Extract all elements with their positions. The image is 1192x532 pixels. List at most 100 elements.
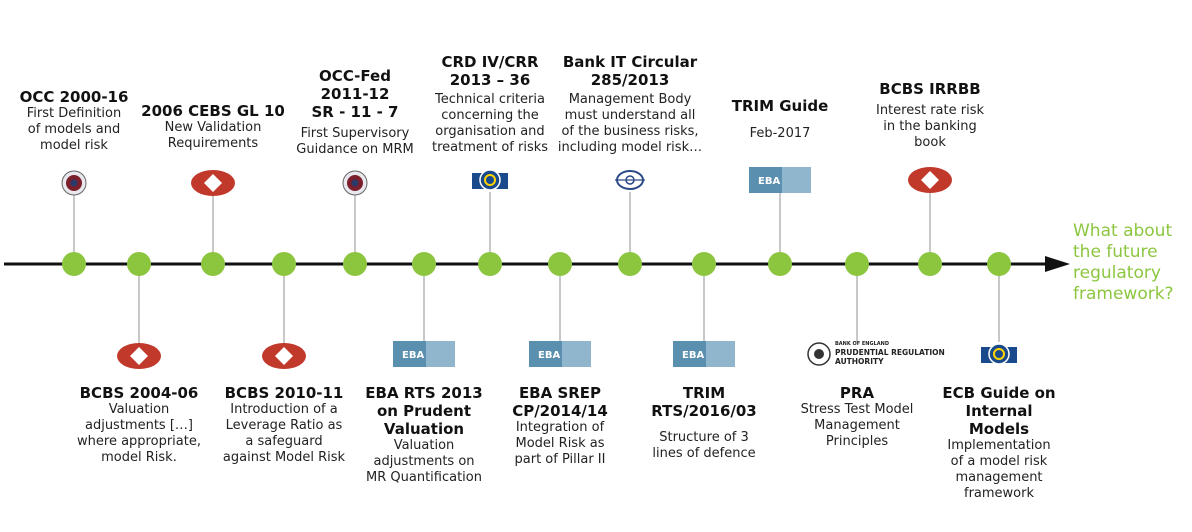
event-title-line: 2011-12 xyxy=(320,85,390,103)
bcbs-logo-icon xyxy=(262,343,306,369)
timeline-node xyxy=(692,252,716,276)
event-description-line: concerning the xyxy=(441,108,539,123)
event-title-line: BCBS IRRBB xyxy=(879,80,981,98)
event-title: BCBS 2010-11 xyxy=(225,384,344,402)
event-description-line: book xyxy=(914,135,946,150)
event-description-line: Stress Test Model xyxy=(800,402,914,417)
event-description-line: a safeguard xyxy=(245,434,323,449)
event-description-line: including model risk… xyxy=(557,140,703,155)
event-description-line: First Definition xyxy=(26,106,122,121)
eba-logo-icon: EBA xyxy=(749,167,811,193)
event-title-line: Valuation xyxy=(383,420,465,438)
event-description-line: management xyxy=(955,470,1043,485)
event-description-line: Implementation xyxy=(947,438,1051,453)
event-description-line: Structure of 3 xyxy=(659,430,749,445)
event-description-line: Management xyxy=(814,418,900,433)
event-title: OCC 2000-16 xyxy=(20,88,129,106)
event-title-line: Internal xyxy=(965,402,1033,420)
event-description-line: in the banking xyxy=(883,119,977,134)
event-title-line: 285/2013 xyxy=(590,71,670,89)
event-description-line: Interest rate risk xyxy=(875,103,985,118)
eba-logo-text: EBA xyxy=(402,350,424,361)
event-description-line: adjustments […] xyxy=(84,418,193,433)
event-description: Feb-2017 xyxy=(750,126,811,142)
timeline-node xyxy=(548,252,572,276)
eba-logo-icon: EBA xyxy=(529,341,591,367)
timeline-node xyxy=(343,252,367,276)
event-title-line: SR - 11 - 7 xyxy=(311,103,399,121)
timeline-node xyxy=(618,252,642,276)
event-title-line: TRIM xyxy=(682,384,726,402)
timeline-node xyxy=(478,252,502,276)
eba-logo-text: EBA xyxy=(538,350,560,361)
timeline-node xyxy=(127,252,151,276)
event-description-line: organisation and xyxy=(435,124,545,139)
event-title-line: EBA SREP xyxy=(518,384,602,402)
event-description-line: of a model risk xyxy=(950,454,1048,469)
timeline-node xyxy=(201,252,225,276)
future-note: What about the future regulatory framewo… xyxy=(1073,221,1174,305)
event-description-line: against Model Risk xyxy=(222,450,346,465)
event-title: PRA xyxy=(840,384,874,402)
event-title-line: CRD IV/CRR xyxy=(441,53,539,71)
eba-logo-text: EBA xyxy=(682,350,704,361)
event-title-line: 2006 CEBS GL 10 xyxy=(141,102,285,120)
event-description-line: Introduction of a xyxy=(230,402,338,417)
eba-logo-icon: EBA xyxy=(673,341,735,367)
ecb-logo-icon xyxy=(981,343,1017,365)
event-title-line: Bank IT Circular xyxy=(562,53,698,71)
event-description-line: lines of defence xyxy=(652,446,756,461)
event-description-line: Guidance on MRM xyxy=(296,142,414,157)
timeline-node xyxy=(62,252,86,276)
timeline-node xyxy=(412,252,436,276)
event-description-line: of models and xyxy=(27,122,121,137)
bank-of-italy-logo-icon xyxy=(615,170,645,190)
bcbs-logo-icon xyxy=(191,170,235,196)
event-title-line: TRIM Guide xyxy=(731,97,829,115)
event-description-line: Technical criteria xyxy=(435,92,545,107)
event-description-line: Integration of xyxy=(515,420,605,435)
event-title: 2006 CEBS GL 10 xyxy=(141,102,285,120)
future-note-line: What about xyxy=(1073,221,1173,241)
timeline-node xyxy=(768,252,792,276)
event-description-line: Leverage Ratio as xyxy=(225,418,343,433)
eba-logo-text: EBA xyxy=(758,176,780,187)
pra-logo-text: AUTHORITY xyxy=(835,357,884,366)
event-description-line: Valuation xyxy=(108,402,170,417)
event-title-line: on Prudent xyxy=(376,402,472,420)
occ-seal-icon xyxy=(61,170,87,196)
event-title: BCBS 2004-06 xyxy=(80,384,199,402)
eba-logo-icon: EBA xyxy=(393,341,455,367)
event-description-line: treatment of risks xyxy=(431,140,549,155)
bcbs-logo-icon xyxy=(908,167,952,193)
event-description-line: framework xyxy=(963,486,1035,501)
future-note-line: the future xyxy=(1073,242,1158,262)
event-description-line: Principles xyxy=(825,434,889,449)
event-title-line: 2013 – 36 xyxy=(449,71,531,89)
ecb-logo-icon xyxy=(472,169,508,191)
event-title-line: ECB Guide on xyxy=(942,384,1056,402)
event-description-line: Valuation xyxy=(393,438,455,453)
event-description-line: must understand all xyxy=(564,108,696,123)
event-title-line: BCBS 2010-11 xyxy=(224,384,344,402)
event-description-line: of the business risks, xyxy=(561,124,699,139)
future-note-line: regulatory xyxy=(1073,263,1161,283)
occ-seal-icon xyxy=(342,170,368,196)
timeline-node xyxy=(987,252,1011,276)
